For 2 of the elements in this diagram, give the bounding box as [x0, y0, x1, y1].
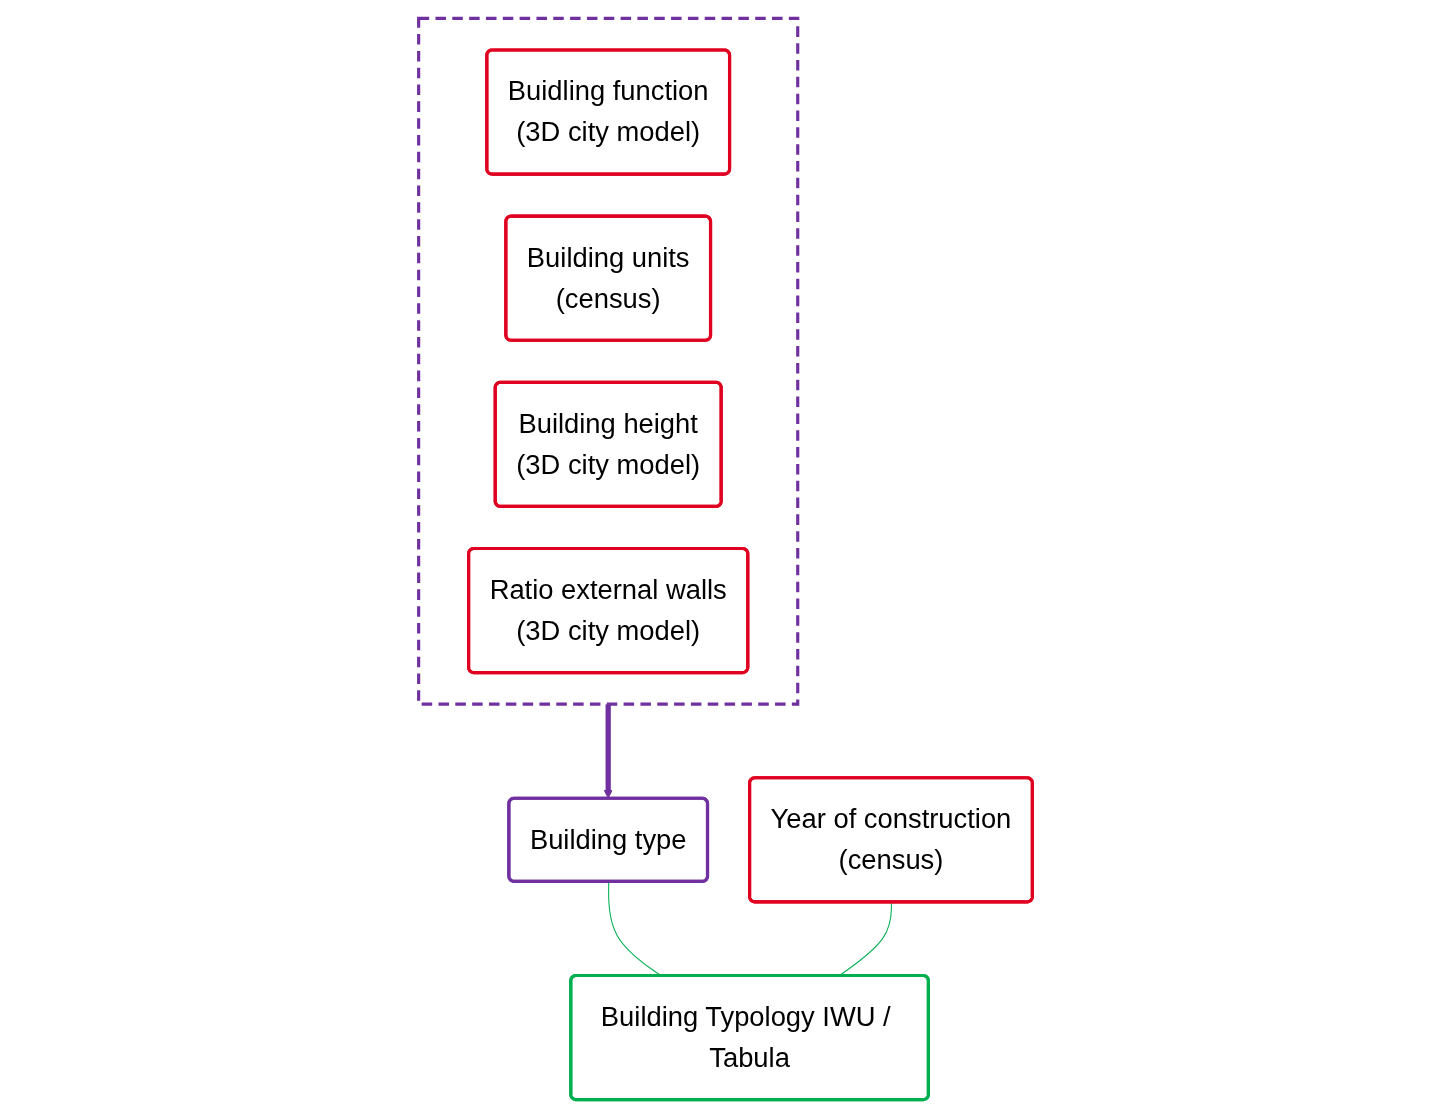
- cluster: [417, 16, 800, 706]
- arrow: [603, 704, 613, 799]
